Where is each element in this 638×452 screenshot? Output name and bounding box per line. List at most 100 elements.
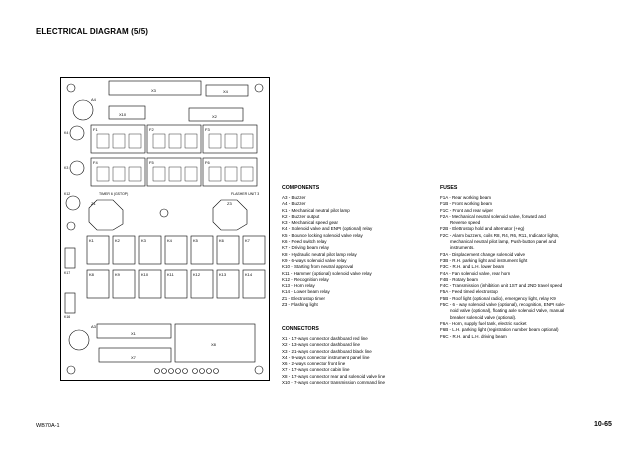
relay-side-3 — [65, 195, 81, 211]
footer-model: WB70A-1 — [36, 423, 60, 429]
component-item: Z1 - Electrostop timer — [282, 295, 326, 301]
connector-item: X1 - 17-ways connector dashboard red lin… — [282, 336, 368, 341]
relay-row-top — [86, 235, 266, 265]
connector-item: X8 - 17-ways connector rear and solenoid… — [282, 373, 386, 379]
fuse-item: noid valve (optional), floating axle sol… — [440, 308, 565, 314]
connector-x2 — [188, 107, 244, 122]
board-drawing: A4 X3 X4 X10 X2 K4 K3 F1 F2 F3 F4 F5 F6 … — [64, 80, 266, 375]
connector-x4 — [205, 84, 249, 97]
connector-item: X10 - 7-ways connector transmission comm… — [282, 380, 386, 386]
connector-x10 — [108, 105, 146, 120]
buzzer-a3 — [68, 329, 90, 351]
fuse-item: F2A - Mechanical neutral solenoid valve,… — [440, 213, 546, 219]
component-item: K3 - Mechanical speed gear — [282, 220, 339, 226]
fuse-item: F5A - Feed timed electrostop — [440, 289, 498, 295]
connector-item: X6 - 2-ways connector front line — [282, 361, 346, 367]
fuse-item: mechanical neutral pilot lamp, Push-butt… — [440, 239, 557, 245]
relay-label: K10 — [141, 272, 149, 277]
relay-label: K9 — [115, 272, 121, 277]
relay-side-1 — [69, 125, 85, 141]
label-k17: K17 — [64, 271, 70, 275]
component-item: A4 - Buzzer — [282, 201, 306, 207]
connector-x8 — [174, 323, 256, 363]
fuse-item: instruments. — [440, 245, 475, 251]
fuse-item: F1B - Front working beam — [440, 201, 493, 207]
label-k-left2: K3 — [64, 166, 68, 170]
label-f1: F1 — [93, 127, 98, 132]
relay-label: K6 — [219, 238, 225, 243]
relay-label: K8 — [89, 272, 95, 277]
connector-x7 — [98, 347, 172, 363]
fuse-item: F6A - Horn, supply fuel tank, electric s… — [440, 320, 527, 326]
relay-label: K3 — [141, 238, 147, 243]
label-f5: F5 — [149, 160, 154, 165]
fuse-item: F6B - L.H. parking light (registration n… — [440, 327, 559, 333]
fuse-item: F1C - Front and rear wiper — [440, 207, 494, 213]
fuse-block-f5 — [146, 157, 202, 187]
label-x7: X7 — [131, 355, 137, 360]
relay-row-bottom — [86, 269, 266, 299]
relay-label: K1 — [89, 238, 95, 243]
label-x1: X1 — [131, 331, 137, 336]
label-z3: Z3 — [227, 201, 232, 206]
side-component-k17 — [64, 247, 76, 269]
mount-hole-tr — [254, 83, 264, 93]
fuse-slots — [96, 133, 254, 182]
label-f4: F4 — [93, 160, 98, 165]
connectors-title: CONNECTORS — [282, 326, 319, 332]
component-item: K13 - Horn relay — [282, 283, 315, 289]
relay-label: K2 — [115, 238, 121, 243]
connector-x3 — [108, 80, 202, 96]
fuse-item: F6C - R.H. and L.H. driving beam — [440, 333, 507, 339]
bottom-diodes — [154, 368, 219, 374]
components-title: COMPONENTS — [282, 185, 320, 191]
electrical-board-diagram: A4 X3 X4 X10 X2 K4 K3 F1 F2 F3 F4 F5 F6 … — [60, 77, 270, 381]
fuse-item: F2C - Alarm buzzers, coils R8, R4, R6, R… — [440, 232, 560, 238]
fuse-item: F4C - Transmission (inhibition unit 1ST … — [440, 283, 563, 289]
side-component-k16 — [64, 292, 76, 314]
relay-label: K13 — [219, 272, 227, 277]
label-flasher: FLASHER UNIT 3 — [231, 192, 259, 196]
relay-label: K11 — [167, 272, 175, 277]
relay-label: K12 — [193, 272, 201, 277]
fuse-item: F3B - R.H. parking light and instrument … — [440, 257, 528, 263]
component-item: K7 - Driving beam relay — [282, 245, 330, 251]
timer-z1 — [88, 199, 124, 231]
fuse-block-f1 — [90, 124, 146, 154]
label-x8: X8 — [211, 342, 217, 347]
component-item: K8 - Hydraulic neutral pilot lamp relay — [282, 251, 357, 257]
component-item: K5 - Bounce locking solenoid valve relay — [282, 232, 363, 238]
component-item: K6 - Feed switch relay — [282, 239, 327, 245]
fuse-item: F2B - Elettrostop hold and alternator (+… — [440, 226, 525, 232]
connectors-list: X1 - 17-ways connector dashboard red lin… — [282, 336, 385, 386]
fuse-item: F3A - Displacement change solenoid valve — [440, 251, 526, 257]
label-k12-left: K12 — [64, 192, 70, 196]
connector-item: X3 - 21-ways connector dashboard black l… — [282, 348, 372, 354]
component-item: K4 - Solenoid valve and ENPI (optional) … — [282, 226, 373, 232]
fuse-item: breaker solenoid valve (optional). — [440, 314, 517, 320]
connector-item: X7 - 17-ways connector cabin line — [282, 367, 350, 373]
connector-x1 — [96, 323, 172, 339]
connector-item: X4 - 9-ways connector instrument panel l… — [282, 354, 370, 360]
mount-hole-tl — [66, 83, 76, 93]
fuse-item: F5B - Roof light (optional radio), emerg… — [440, 295, 556, 301]
label-z1: Z1 — [91, 201, 96, 206]
label-x3: X3 — [151, 88, 157, 93]
relay-label: K5 — [193, 238, 199, 243]
label-a3: A3 — [91, 324, 97, 329]
fuse-item: F4B - Rotary beam — [440, 276, 479, 282]
label-f2: F2 — [149, 127, 154, 132]
label-f6: F6 — [205, 160, 210, 165]
component-item: Z3 - Flashing light — [282, 302, 318, 308]
label-a4: A4 — [91, 97, 97, 102]
component-item: K14 - Lower beam relay — [282, 289, 330, 295]
relay-label: K4 — [167, 238, 173, 243]
component-item: K10 - Starting from neutral approval — [282, 264, 354, 270]
relay-label: K14 — [245, 272, 253, 277]
fuse-item: Reverse speed — [440, 220, 481, 226]
mount-hole-bl — [66, 365, 76, 375]
component-item: K12 - Recognition relay — [282, 276, 329, 282]
component-item: A3 - Buzzer — [282, 195, 306, 200]
